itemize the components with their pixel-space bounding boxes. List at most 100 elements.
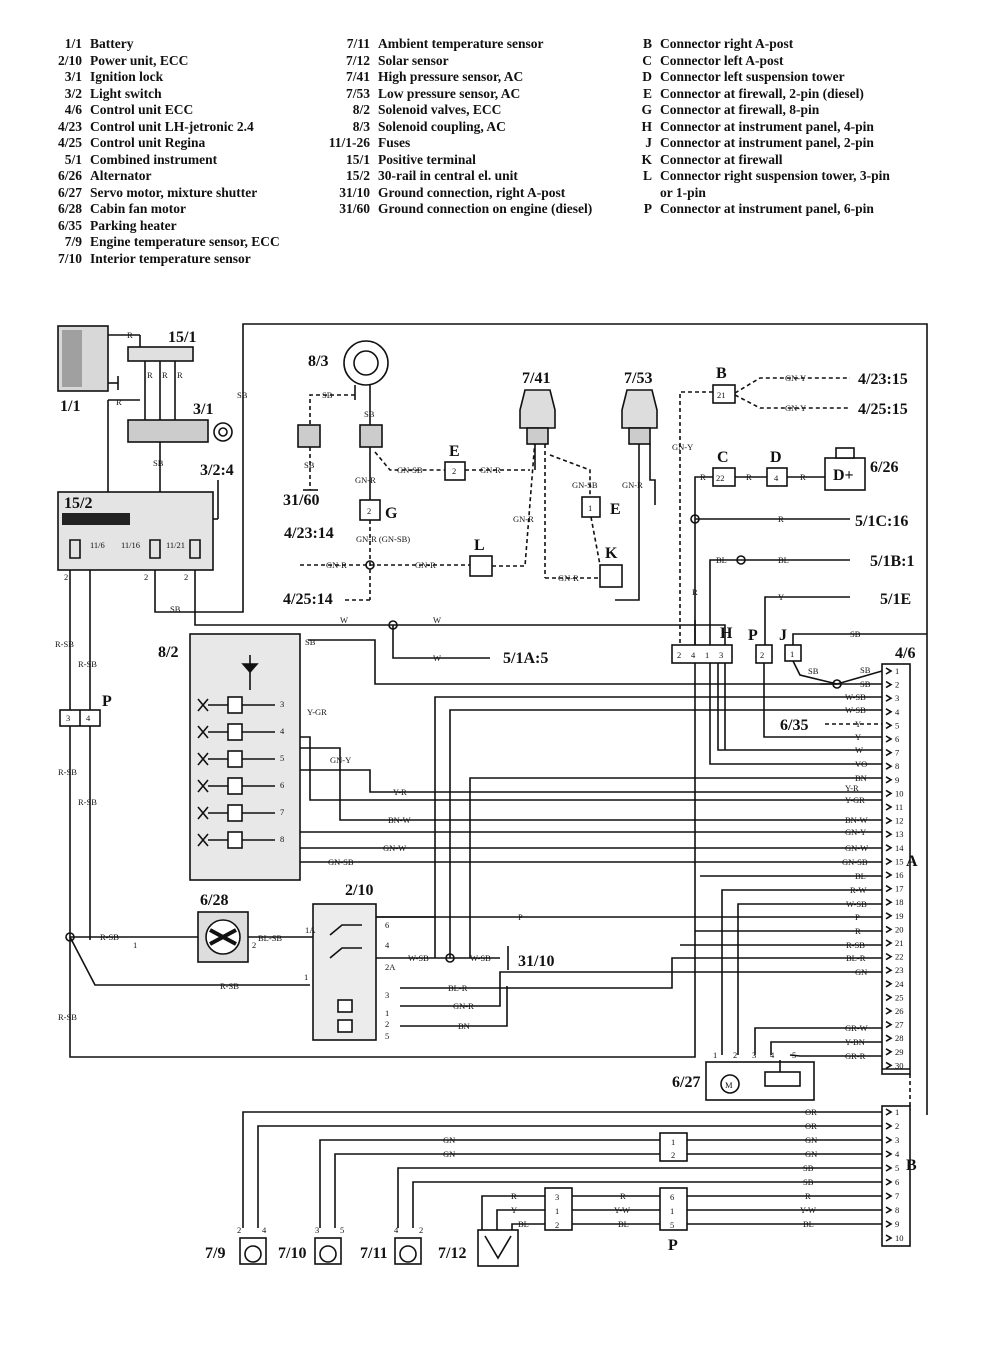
legend-code: K	[641, 151, 652, 167]
valve-pin: 8	[280, 834, 284, 844]
label-connector-e-1: E	[449, 443, 460, 460]
svg-text:W: W	[855, 745, 863, 755]
legend-code: B	[642, 36, 652, 51]
legend-code: 7/11	[346, 36, 370, 51]
legend-description: or 1-pin	[660, 184, 706, 200]
svg-text:21: 21	[717, 390, 726, 400]
legend-code: 6/27	[57, 184, 82, 200]
wiring-diagram: 1/1 R 15/1 R R R R 3/1 SB 3/2:4 15/2 11/…	[55, 323, 928, 1267]
legend-description: Combined instrument	[90, 151, 218, 167]
svg-text:BL: BL	[716, 555, 727, 565]
label-connector-g: G	[385, 505, 398, 522]
legend-description: Light switch	[90, 85, 162, 101]
connector-b-pin-mark	[885, 1164, 893, 1172]
svg-text:2: 2	[555, 1220, 559, 1230]
legend-code: 4/25	[57, 135, 82, 150]
svg-text:BL-R: BL-R	[846, 953, 866, 963]
label-4-25-14: 4/25:14	[283, 591, 333, 608]
legend-description: 30-rail in central el. unit	[378, 168, 518, 183]
connector-b-pin-mark	[885, 1178, 893, 1186]
connector-a-pin: 12	[895, 816, 904, 826]
connector-a-pin-mark	[885, 694, 893, 702]
connector-a-pin-mark	[885, 1007, 893, 1015]
svg-text:OR: OR	[805, 1107, 817, 1117]
svg-text:SB: SB	[170, 604, 181, 614]
connector-a-pin-mark	[885, 680, 893, 689]
legend-item: 1/1 Battery	[40, 36, 280, 53]
svg-text:6: 6	[385, 920, 389, 930]
svg-text:Y-GR: Y-GR	[307, 707, 327, 717]
label-8-3: 8/3	[308, 353, 328, 370]
connector-a-pin: 15	[895, 856, 904, 866]
valve-symbol	[197, 752, 275, 766]
svg-text:GN-Y: GN-Y	[330, 755, 351, 765]
svg-text:Y-GR: Y-GR	[845, 795, 865, 805]
label-5-1a-5: 5/1A:5	[503, 650, 548, 667]
svg-text:W-SB: W-SB	[846, 899, 867, 909]
connector-a-pin-mark	[885, 857, 893, 866]
legend-description: Battery	[90, 36, 134, 51]
legend-code: 2/10	[57, 52, 82, 68]
connector-a-pin-mark	[885, 803, 893, 811]
connector-a-pin-mark	[885, 776, 893, 784]
ignition-lock-3-1	[127, 419, 209, 443]
connector-a-pin-mark	[885, 966, 893, 974]
svg-text:GN-Y: GN-Y	[785, 373, 806, 383]
connector-a-pin-mark	[885, 816, 893, 825]
valve-pin: 3	[280, 699, 284, 709]
svg-text:D+: D+	[833, 467, 854, 484]
label-15-1: 15/1	[168, 329, 196, 346]
svg-text:2: 2	[419, 1225, 423, 1235]
svg-text:GN-R (GN-SB): GN-R (GN-SB)	[356, 534, 410, 544]
connector-b-pin: 6	[895, 1177, 899, 1187]
label-connector-b: B	[716, 365, 727, 382]
svg-text:R: R	[511, 1191, 517, 1201]
legend-code: D	[642, 69, 652, 84]
connector-a-pin: 29	[895, 1047, 904, 1057]
svg-text:W-SB: W-SB	[845, 705, 866, 715]
legend-description: Connector right suspension tower, 3-pin	[660, 168, 890, 183]
legend-description: Solar sensor	[378, 52, 449, 68]
legend-description: High pressure sensor, AC	[378, 69, 524, 84]
ambient-temperature-sensor-7-11	[394, 1237, 422, 1265]
solenoid-coil	[227, 831, 243, 849]
legend-code: L	[642, 168, 652, 183]
legend-description: Ground connection on engine (diesel)	[378, 201, 593, 216]
svg-text:R: R	[177, 370, 183, 380]
svg-text:4: 4	[774, 473, 779, 483]
valve-symbol	[197, 779, 275, 793]
legend-code: H	[641, 118, 652, 134]
svg-text:GN: GN	[443, 1135, 455, 1145]
connector-a-pin-mark	[885, 952, 893, 961]
legend-code: 6/26	[57, 168, 82, 183]
valve-pin: 6	[280, 780, 284, 790]
connector-a-pin: 10	[895, 788, 904, 798]
svg-text:BL: BL	[618, 1219, 629, 1229]
svg-text:GN-R: GN-R	[558, 573, 579, 583]
connector-a-pin: 19	[895, 911, 904, 921]
connector-b-pin-mark	[885, 1150, 893, 1158]
legend-code: 7/41	[345, 69, 370, 84]
legend-code: 1/1	[64, 36, 82, 51]
svg-text:BL: BL	[803, 1219, 814, 1229]
svg-text:R-SB: R-SB	[55, 639, 74, 649]
svg-text:Y-W: Y-W	[614, 1205, 630, 1215]
svg-text:1: 1	[304, 972, 308, 982]
legend-description: Positive terminal	[378, 151, 476, 167]
svg-text:GN: GN	[805, 1149, 817, 1159]
connector-a-pin-mark	[885, 912, 893, 920]
connector-a-pin-mark	[885, 789, 893, 798]
legend-code: 15/2	[345, 168, 370, 183]
connector-a-pin: 23	[895, 965, 904, 975]
connector-a-pin: 7	[895, 748, 899, 758]
label-7-41: 7/41	[522, 370, 550, 387]
svg-text:SB: SB	[850, 629, 861, 639]
